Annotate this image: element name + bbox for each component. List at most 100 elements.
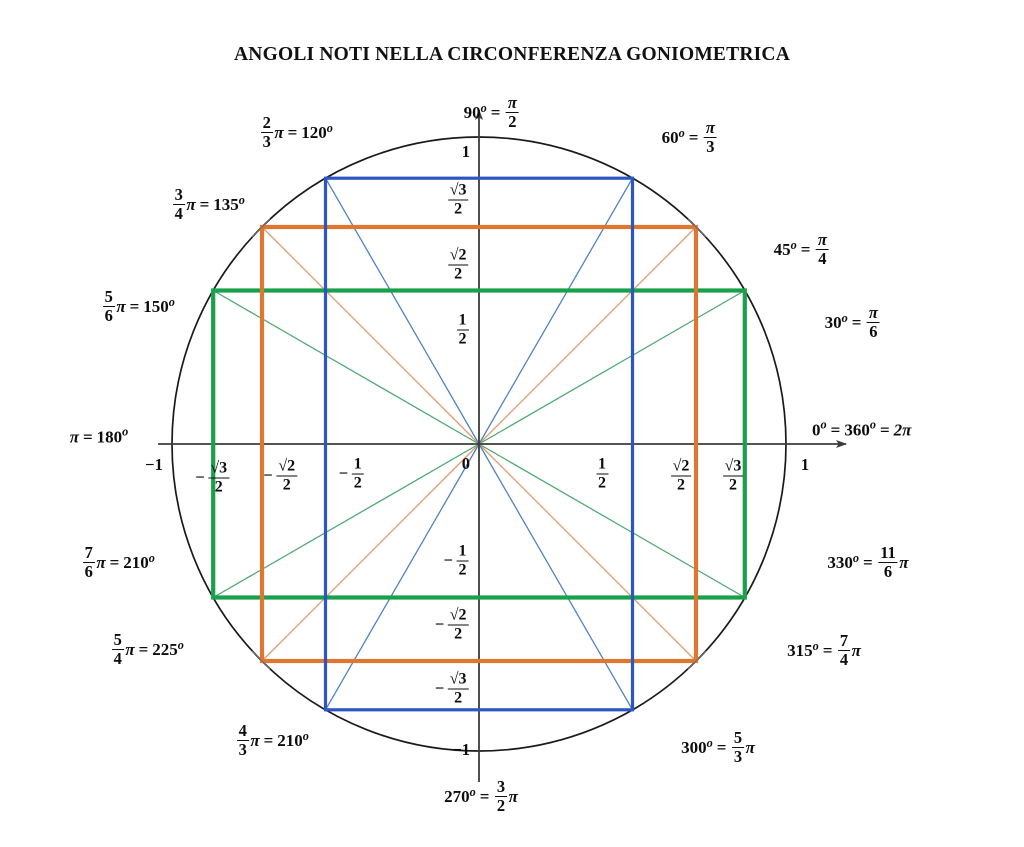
fraction-7-4: 7 4 [837,632,851,670]
fraction-numerator: √2 [276,457,298,477]
fraction-denominator: 2 [454,200,463,218]
fraction-4-3: 4 3 [236,721,249,759]
fraction-denominator: 4 [839,650,849,670]
circle-corner-ticks [251,218,707,670]
fraction-denominator: 4 [113,649,122,669]
fraction-numerator: 1 [596,455,608,475]
fraction-numerator: √2 [447,246,469,266]
degree-symbol: o [852,550,860,565]
angle-0-deg: 0 [812,420,821,440]
fraction-5-4: 5 4 [111,631,124,669]
x-tick-neg-sqrt3-2: − √3 2 [195,459,230,496]
pi-symbol: π [851,641,861,661]
fraction-11-6: 11 6 [878,544,898,581]
fraction-numerator: √3 [208,459,230,479]
y-tick-neg-1: −1 [452,739,470,759]
degree-symbol: o [168,294,175,309]
angle-45-deg: 45 [773,240,791,260]
radii-orange [261,226,697,662]
equals-sign: = [863,553,873,573]
fraction-denominator: 2 [508,112,517,132]
fraction-numerator: 4 [236,721,249,742]
fraction-denominator: 2 [458,561,467,579]
degree-symbol: o [122,424,129,439]
fraction-1-2: 1 2 [351,456,364,492]
fraction-sqrt2-2: √2 2 [447,246,469,283]
equals-sign: = [129,297,140,317]
orange-rect [259,224,699,664]
minus-sign: − [338,463,349,483]
fraction-3-2: 3 2 [494,778,508,816]
y-tick-neg-sqrt3-2: − √3 2 [434,670,470,707]
x-tick-neg-1: −1 [145,456,163,474]
equals-sign: = [688,128,699,148]
fraction-denominator: 2 [282,476,291,494]
angle-315-deg: 315 [787,641,813,661]
pi-symbol: π [745,738,755,758]
fraction-numerator: π [703,118,717,139]
x-tick-neg-sqrt2-2: − √2 2 [263,457,298,494]
pi-symbol: π [250,731,260,751]
equals-sign: = [490,103,501,123]
fraction-sqrt3-2: √3 2 [447,670,469,707]
fraction-numerator: π [866,303,880,324]
angle-300-deg: 300 [681,738,707,758]
equals-sign: = [822,641,833,661]
fraction-sqrt2-2: √2 2 [670,458,692,494]
angle-240-deg: 210 [277,731,303,751]
minus-sign: − [434,678,445,698]
angle-180-deg: 180 [96,427,123,447]
blue-rect [323,176,635,712]
x-tick-1-2: 1 2 [595,455,610,492]
x-tick-sqrt2-2: √2 2 [669,458,693,494]
fraction-denominator: 2 [454,265,463,283]
fraction-denominator: 2 [496,796,506,816]
degree-symbol: o [678,125,685,140]
fraction-denominator: 2 [458,330,467,348]
x-tick-neg-1-2: − 1 2 [338,456,365,492]
y-tick-neg-1-text: −1 [452,739,470,759]
fraction-numerator: √3 [447,181,469,201]
pi-symbol: π [186,195,196,215]
fraction-numerator: 2 [260,113,273,134]
fraction-denominator: 3 [706,137,715,157]
fraction-denominator: 4 [818,249,827,269]
equals-sign: = [879,420,890,440]
fraction-numerator: 5 [731,728,745,749]
radii-blue [324,177,634,711]
fraction-numerator: 1 [456,542,469,562]
degree-symbol: o [841,310,848,325]
y-tick-1-2: 1 2 [455,312,470,348]
fraction-numerator: √3 [447,670,469,690]
two-pi-symbol: 2π [893,420,912,440]
equals-sign: = [716,738,727,758]
fraction-1-2: 1 2 [456,312,469,348]
minus-sign: − [195,467,205,487]
fraction-denominator: 6 [84,562,93,582]
minus-sign: − [443,550,453,570]
pi-symbol: π [274,123,284,143]
x-tick-1-text: 1 [800,454,810,474]
fraction-numerator: 5 [102,287,115,308]
equals-sign: = [82,427,93,447]
angle-270-deg: 270 [444,787,470,807]
fraction-sqrt2-2: √2 2 [276,457,298,494]
pi-symbol: π [508,787,518,807]
fraction-denominator: 3 [262,132,271,152]
fraction-denominator: 6 [869,322,878,342]
fraction-2-3: 2 3 [260,113,273,152]
degree-symbol: o [706,735,713,750]
equals-sign: = [263,731,274,751]
angle-60-deg: 60 [661,128,679,148]
fraction-denominator: 2 [454,689,463,707]
